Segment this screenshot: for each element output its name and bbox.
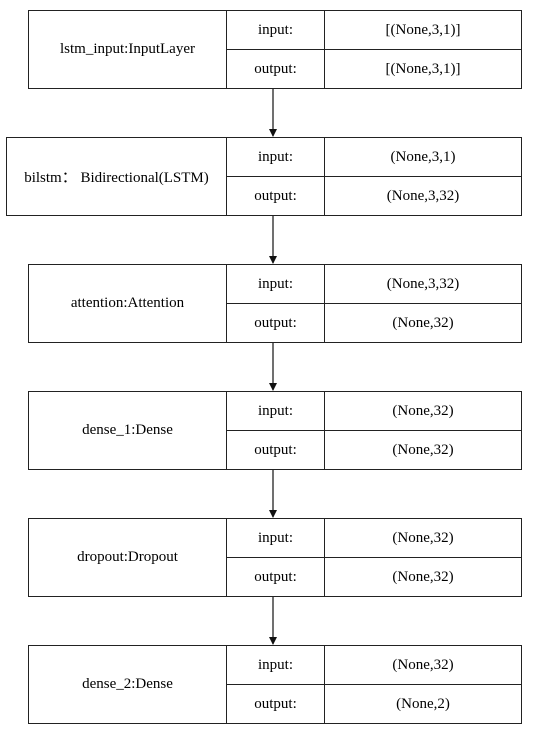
arrow-2 xyxy=(269,343,277,391)
output-shape: [(None,3,1)] xyxy=(385,60,461,77)
layer-name: dropout:Dropout xyxy=(29,519,227,596)
input-row: input: (None,32) xyxy=(227,392,521,430)
io-table: input: (None,32) output: (None,32) xyxy=(227,392,521,469)
layer-name: dense_2:Dense xyxy=(29,646,227,723)
layer-box-dense-1: dense_1:Dense input: (None,32) output: (… xyxy=(28,391,522,470)
output-row: output: (None,32) xyxy=(227,430,521,469)
layer-box-bilstm: bilstm： Bidirectional(LSTM) input: (None… xyxy=(6,137,522,216)
output-label: output: xyxy=(227,431,325,469)
io-table: input: (None,32) output: (None,32) xyxy=(227,519,521,596)
output-shape: (None,32) xyxy=(392,441,454,458)
output-row: output: (None,32) xyxy=(227,557,521,596)
output-row: output: (None,3,32) xyxy=(227,176,521,215)
layer-name: dense_1:Dense xyxy=(29,392,227,469)
input-shape: (None,32) xyxy=(392,656,454,673)
input-shape: (None,3,32) xyxy=(386,275,460,292)
output-label: output: xyxy=(227,685,325,723)
input-row: input: (None,32) xyxy=(227,646,521,684)
input-row: input: (None,3,32) xyxy=(227,265,521,303)
output-shape: (None,32) xyxy=(392,568,454,585)
output-shape: (None,3,32) xyxy=(386,187,460,204)
io-table: input: (None,32) output: (None,2) xyxy=(227,646,521,723)
input-shape: (None,3,1) xyxy=(390,148,456,165)
input-label: input: xyxy=(227,11,325,49)
input-shape: [(None,3,1)] xyxy=(385,21,461,38)
arrow-4 xyxy=(269,597,277,645)
input-label: input: xyxy=(227,519,325,557)
output-shape: (None,2) xyxy=(396,695,450,712)
output-label: output: xyxy=(227,558,325,596)
arrow-1 xyxy=(269,216,277,264)
input-label: input: xyxy=(227,265,325,303)
input-row: input: [(None,3,1)] xyxy=(227,11,521,49)
layer-name: attention:Attention xyxy=(29,265,227,342)
layer-box-dropout: dropout:Dropout input: (None,32) output:… xyxy=(28,518,522,597)
input-shape: (None,32) xyxy=(392,402,454,419)
layer-name: bilstm： Bidirectional(LSTM) xyxy=(7,138,227,215)
output-row: output: (None,32) xyxy=(227,303,521,342)
input-label: input: xyxy=(227,646,325,684)
input-row: input: (None,32) xyxy=(227,519,521,557)
input-row: input: (None,3,1) xyxy=(227,138,521,176)
input-shape: (None,32) xyxy=(392,529,454,546)
arrow-3 xyxy=(269,470,277,518)
output-shape: (None,32) xyxy=(392,314,454,331)
io-table: input: (None,3,32) output: (None,32) xyxy=(227,265,521,342)
input-label: input: xyxy=(227,138,325,176)
output-row: output: (None,2) xyxy=(227,684,521,723)
arrow-0 xyxy=(269,89,277,137)
layer-name: lstm_input:InputLayer xyxy=(29,11,227,88)
input-label: input: xyxy=(227,392,325,430)
layer-box-dense-2: dense_2:Dense input: (None,32) output: (… xyxy=(28,645,522,724)
output-label: output: xyxy=(227,177,325,215)
output-row: output: [(None,3,1)] xyxy=(227,49,521,88)
io-table: input: [(None,3,1)] output: [(None,3,1)] xyxy=(227,11,521,88)
layer-box-attention: attention:Attention input: (None,3,32) o… xyxy=(28,264,522,343)
layer-box-lstm-input: lstm_input:InputLayer input: [(None,3,1)… xyxy=(28,10,522,89)
output-label: output: xyxy=(227,304,325,342)
output-label: output: xyxy=(227,50,325,88)
io-table: input: (None,3,1) output: (None,3,32) xyxy=(227,138,521,215)
